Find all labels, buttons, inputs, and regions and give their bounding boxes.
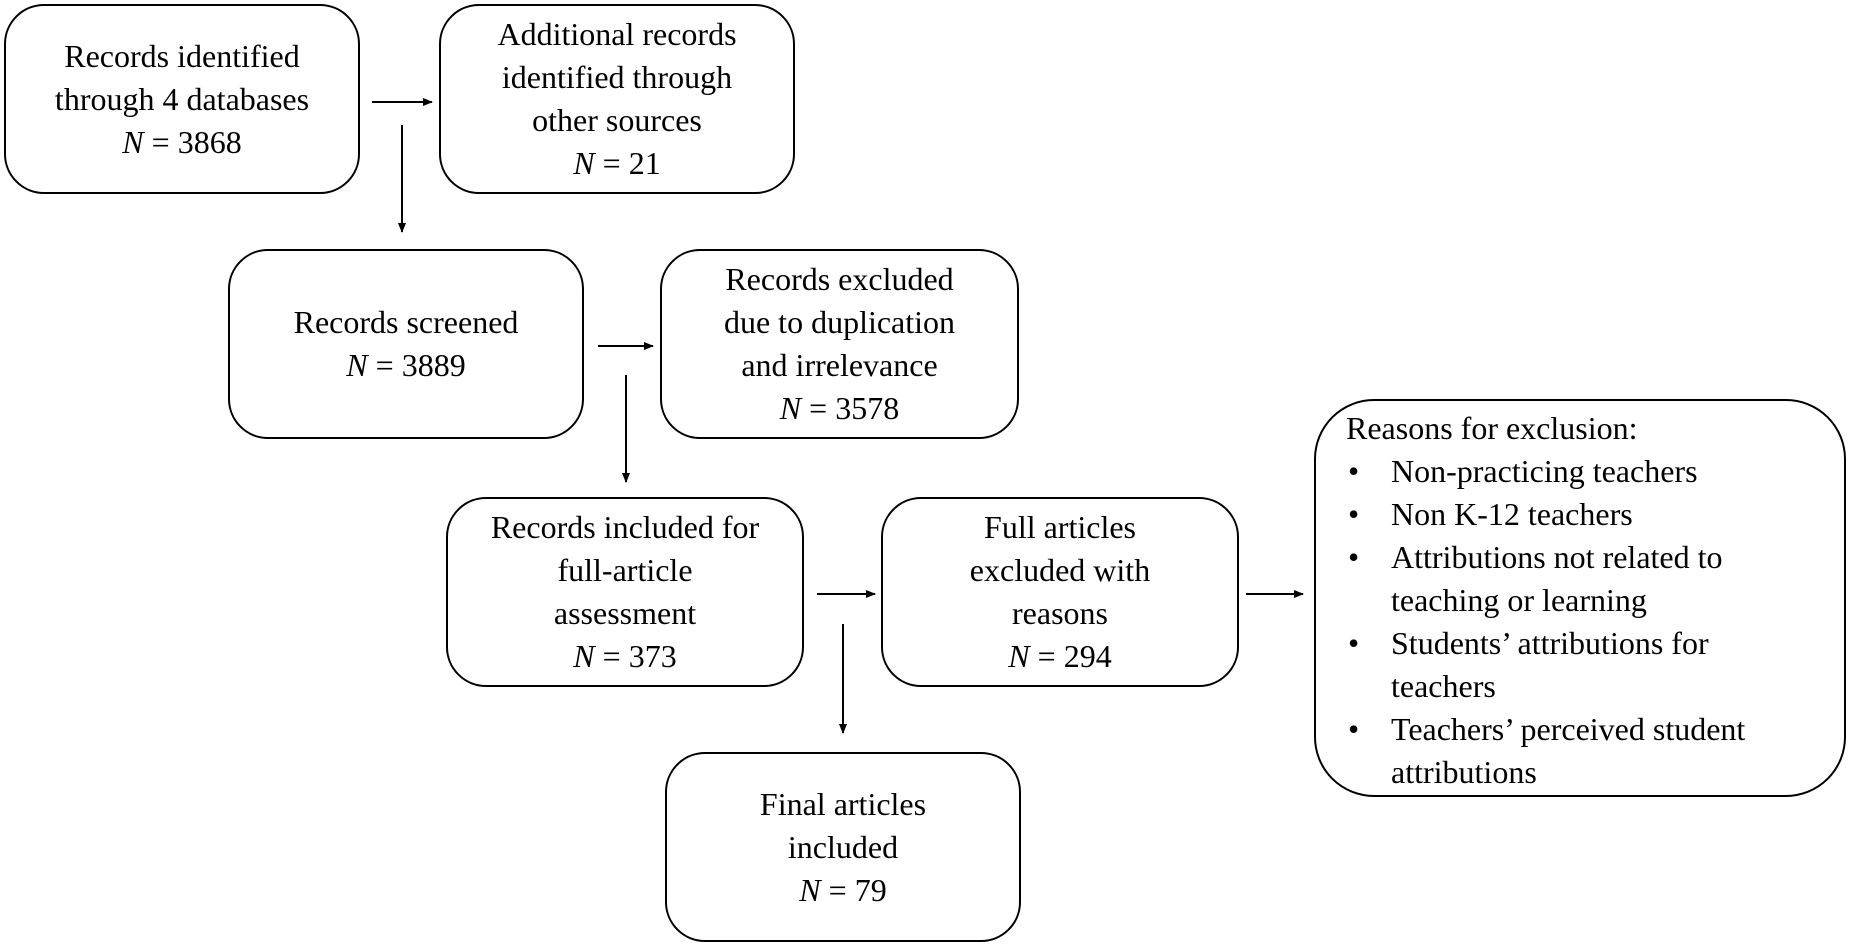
n-value: = 3868 <box>151 123 242 160</box>
box-n-count: N = 3889 <box>346 344 465 387</box>
reason-text: attributions <box>1391 754 1537 790</box>
n-symbol: N <box>122 123 144 160</box>
n-symbol: N <box>1008 638 1030 674</box>
bullet-icon: • <box>1348 625 1360 661</box>
box-records-identified: Records identified through 4 databases N… <box>4 4 360 194</box>
reason-item: • Teachers’ perceived student attributio… <box>1346 708 1824 794</box>
box-line: Records included for <box>490 509 760 545</box>
reason-text: Attributions not related to <box>1391 539 1723 575</box>
box-records-screened: Records screened N = 3889 <box>228 249 584 439</box>
n-symbol: N <box>573 638 595 674</box>
box-line: Records screened <box>293 304 519 340</box>
box-line: reasons <box>1012 595 1108 631</box>
box-line: Additional records <box>497 16 737 52</box>
bullet-icon: • <box>1348 711 1360 747</box>
reasons-heading: Reasons for exclusion: <box>1346 410 1638 446</box>
n-value: = 294 <box>1037 638 1112 674</box>
reasons-list: • Non-practicing teachers • Non K-12 tea… <box>1346 450 1824 794</box>
n-value: = 373 <box>602 638 677 674</box>
box-line: Full articles <box>984 509 1136 545</box>
box-n-count: N = 373 <box>573 635 676 678</box>
box-records-excluded-duplication: Records excluded due to duplication and … <box>660 249 1019 439</box>
box-line: excluded with <box>969 552 1151 588</box>
box-n-count: N = 294 <box>1008 635 1111 678</box>
reason-item: • Non-practicing teachers <box>1346 450 1824 493</box>
box-line: Final articles <box>759 785 927 822</box>
bullet-icon: • <box>1348 453 1360 489</box>
box-records-included-full-article: Records included for full-article assess… <box>446 497 804 687</box>
box-line: Records identified <box>64 37 300 74</box>
box-n-count: N = 3578 <box>780 387 899 430</box>
box-line: identified through <box>501 59 733 95</box>
reason-item: • Students’ attributions for teachers <box>1346 622 1824 708</box>
box-line: Records excluded <box>725 261 954 297</box>
box-line: and irrelevance <box>741 347 938 383</box>
box-line: other sources <box>532 102 702 138</box>
box-line: included <box>787 828 899 865</box>
reason-text: Non-practicing teachers <box>1391 453 1698 489</box>
reason-text: Non K-12 teachers <box>1391 496 1633 532</box>
n-symbol: N <box>346 347 368 383</box>
box-line: due to duplication <box>723 304 956 340</box>
n-value: = 79 <box>828 871 887 908</box>
box-final-articles-included: Final articles included N = 79 <box>665 752 1021 942</box>
box-n-count: N = 3868 <box>122 121 241 164</box>
n-symbol: N <box>799 871 821 908</box>
box-reasons-for-exclusion: Reasons for exclusion: • Non-practicing … <box>1314 399 1846 797</box>
box-n-count: N = 21 <box>573 142 660 185</box>
box-line: full-article <box>557 552 693 588</box>
box-line: through 4 databases <box>54 80 310 117</box>
bullet-icon: • <box>1348 496 1360 532</box>
n-symbol: N <box>779 390 802 426</box>
reason-text: teaching or learning <box>1391 582 1647 618</box>
bullet-icon: • <box>1348 539 1360 575</box>
reason-text: Teachers’ perceived student <box>1391 711 1746 747</box>
box-line: assessment <box>553 595 697 631</box>
n-value: = 3889 <box>375 347 466 383</box>
box-full-articles-excluded: Full articles excluded with reasons N = … <box>881 497 1239 687</box>
reason-item: • Attributions not related to teaching o… <box>1346 536 1824 622</box>
box-n-count: N = 79 <box>799 869 886 912</box>
n-symbol: N <box>573 145 595 181</box>
reason-text: Students’ attributions for <box>1391 625 1709 661</box>
reason-item: • Non K-12 teachers <box>1346 493 1824 536</box>
n-value: = 21 <box>602 145 661 181</box>
n-value: = 3578 <box>809 390 900 426</box>
reason-text: teachers <box>1391 668 1496 704</box>
box-additional-records: Additional records identified through ot… <box>439 4 795 194</box>
